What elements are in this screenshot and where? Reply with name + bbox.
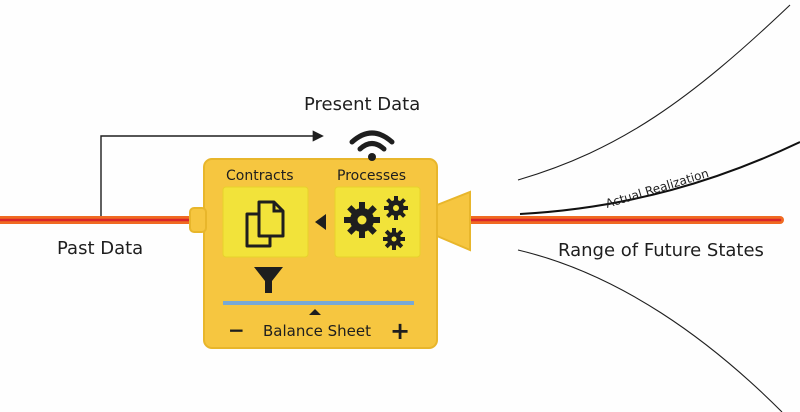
present-data-arrow [100,130,324,216]
balance-sheet-label: Balance Sheet [263,322,371,340]
plus-label[interactable]: + [390,317,410,345]
funnel-icon [254,267,283,293]
actual-realization-label: Actual Realization [604,166,711,211]
present-data-label: Present Data [304,94,420,115]
machine [189,158,471,349]
future-state-curve-lower [517,249,783,412]
gears-icon [344,196,408,250]
past-data-label: Past Data [57,238,143,259]
processes-label: Processes [337,168,406,184]
document-copy-icon [245,200,285,248]
speaker-horn-icon [436,190,471,252]
machine-input-port [189,207,207,233]
future-state-curve-middle [519,141,800,215]
contracts-label: Contracts [226,168,294,184]
wifi-signal-icon [349,130,395,161]
minus-label[interactable]: − [228,318,245,342]
future-states-label: Range of Future States [558,240,764,261]
process-direction-icon [315,214,326,230]
balance-pointer-icon [309,309,321,315]
future-state-curve-upper [517,4,791,181]
